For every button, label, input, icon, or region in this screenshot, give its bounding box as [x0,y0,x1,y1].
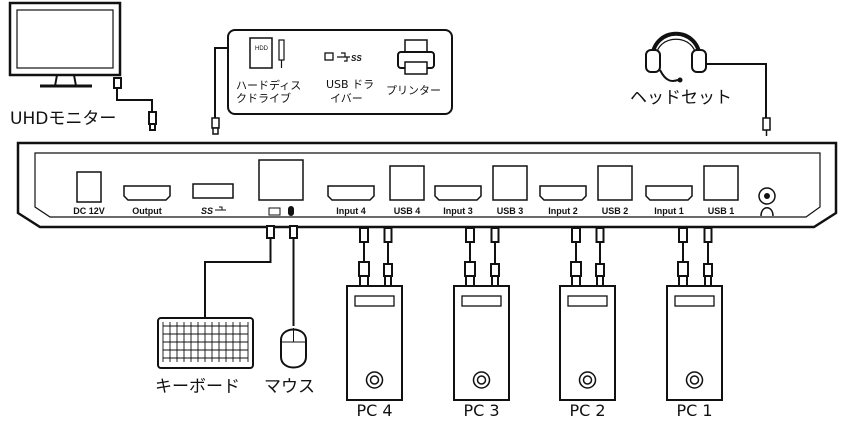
usb3-label: USB 3 [497,206,524,216]
monitor-device [8,1,122,88]
usb-cable [383,227,393,287]
pc-unit: PC 3 [453,227,510,420]
usb-stick-text: SS [351,54,362,63]
hdd-label-line2: クドライブ [236,91,291,105]
keyboard-cable [204,225,275,318]
input4-hdmi-port [327,185,375,201]
usb-drive-icon: SS [324,52,362,63]
usb-cable [595,227,605,287]
input4-label: Input 4 [336,206,366,216]
headset-label: ヘッドセット [630,88,732,108]
pc-unit: PC 2 [559,227,616,420]
hdmi-cable [677,227,689,287]
headset-device [645,31,771,136]
input3-hdmi-port [434,185,482,201]
input1-hdmi-port [645,185,693,201]
output-port-label: Output [132,206,162,216]
monitor-label: UHDモニター [10,109,116,129]
pc-tower-icon [453,285,510,401]
dc-port [76,171,102,203]
monitor-icon [8,1,122,77]
usb-devices-panel: HDD ハードディス クドライブ SS USB ドラ イバー プリンター [211,29,453,135]
pc-label: PC 2 [569,401,605,420]
mouse-small-icon [288,206,294,216]
hdd-icon-text: HDD [255,46,269,52]
usb-ss-label: SS [201,206,213,216]
input2-label: Input 2 [548,206,578,216]
headphone-small-icon [760,207,774,217]
usb3-port [492,165,528,201]
usb-drive-label-line1: USB ドラ [326,78,374,91]
pc-group: PC 4 PC 3 PC 2 PC 1 [346,227,723,420]
pc-label: PC 1 [676,401,712,420]
printer-label: プリンター [386,84,441,97]
km-usb-port [258,159,304,201]
pc-tower-icon [346,285,403,401]
usb1-port [703,165,739,201]
hdd-icon: HDD [249,37,285,69]
usb-ss-port [192,183,234,199]
output-hdmi-port [123,185,171,201]
usb4-label: USB 4 [394,206,421,216]
printer-icon [397,39,435,75]
pc-label: PC 3 [463,401,499,420]
usb2-port [597,165,633,201]
hdmi-cable [570,227,582,287]
usb1-label: USB 1 [708,206,735,216]
pc-unit: PC 1 [666,227,723,420]
pc-unit: PC 4 [346,227,403,420]
usb2-label: USB 2 [602,206,629,216]
dc-port-label: DC 12V [73,206,105,216]
kvm-switch: DC 12V Output SS Input 4 USB 4 Input 3 U… [16,141,838,229]
usb-cable [703,227,713,287]
pc-tower-icon [559,285,616,401]
usb4-port [389,165,425,201]
input1-label: Input 1 [654,206,684,216]
keyboard-small-icon [268,207,281,216]
monitor-cable [113,77,157,131]
hdmi-cable [358,227,370,287]
pc-tower-icon [666,285,723,401]
input3-label: Input 3 [443,206,473,216]
usb-drive-label-line2: イバー [330,92,363,105]
keyboard-label: キーボード [155,377,240,397]
keyboard-icon [157,317,254,369]
hdmi-cable [464,227,476,287]
pc-label: PC 4 [356,401,392,420]
input2-hdmi-port [539,185,587,201]
mouse-label: マウス [264,377,315,397]
mouse-icon [280,328,307,369]
usb-cable [490,227,500,287]
usb-symbol-icon [215,206,226,211]
mouse-cable [289,225,298,326]
hdd-label-line1: ハードディス [236,78,301,92]
